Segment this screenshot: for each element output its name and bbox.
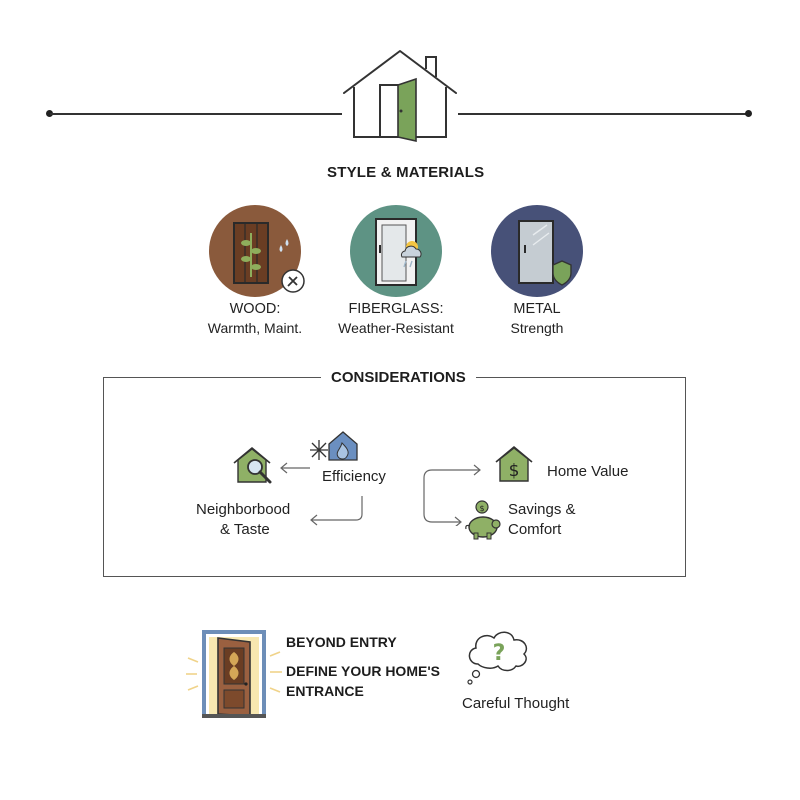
- wood-label: WOOD: Warmth, Maint.: [170, 300, 340, 338]
- svg-text:?: ?: [493, 641, 506, 666]
- header-line-left: [50, 113, 342, 115]
- arrow-loop-right: [423, 464, 481, 526]
- house-with-open-door-icon: [340, 45, 460, 145]
- style-materials-title: STYLE & MATERIALS: [327, 164, 485, 181]
- svg-text:$: $: [479, 504, 484, 513]
- wood-title: WOOD:: [229, 301, 281, 317]
- beyond-entry-line1: DEFINE YOUR HOME'S: [286, 663, 440, 679]
- home-value-dollar-icon: $: [494, 444, 534, 484]
- neighborhood-search-icon: [232, 445, 278, 487]
- metal-title: METAL: [513, 301, 561, 317]
- efficiency-icon: [309, 428, 363, 464]
- wood-door-icon: [209, 205, 305, 297]
- considerations-title: CONSIDERATIONS: [321, 369, 476, 386]
- arrow-efficiency-to-neighborhood: [280, 462, 310, 474]
- careful-thought-label: Careful Thought: [462, 695, 570, 712]
- svg-text:$: $: [509, 461, 520, 481]
- fiberglass-door-icon: [350, 205, 442, 297]
- thought-bubble-question-icon: ?: [462, 624, 536, 690]
- fiberglass-label: FIBERGLASS: Weather-Resistant: [311, 300, 481, 338]
- wood-subtitle: Warmth, Maint.: [207, 320, 303, 336]
- arrow-loop-left: [310, 496, 363, 526]
- header-line-right-dot: [745, 110, 752, 117]
- fiberglass-subtitle: Weather-Resistant: [338, 320, 454, 336]
- metal-label: METAL Strength: [452, 300, 622, 338]
- header-line-left-dot: [46, 110, 53, 117]
- home-value-label: Home Value: [547, 463, 629, 480]
- metal-subtitle: Strength: [510, 320, 564, 336]
- beyond-entry-line2: ENTRANCE: [286, 683, 364, 699]
- neighborhood-label-line1: Neighborbood: [196, 501, 291, 518]
- savings-label-line1: Savings &: [508, 501, 576, 518]
- fiberglass-title: FIBERGLASS:: [348, 301, 444, 317]
- metal-door-icon: [491, 205, 583, 297]
- piggy-bank-icon: $: [462, 500, 504, 540]
- beyond-entry-title: BEYOND ENTRY: [286, 634, 397, 650]
- neighborhood-label-line2: & Taste: [220, 521, 270, 538]
- header-line-right: [458, 113, 748, 115]
- efficiency-label: Efficiency: [322, 468, 386, 485]
- open-door-glow-icon: [184, 628, 284, 722]
- savings-label-line2: Comfort: [508, 521, 562, 538]
